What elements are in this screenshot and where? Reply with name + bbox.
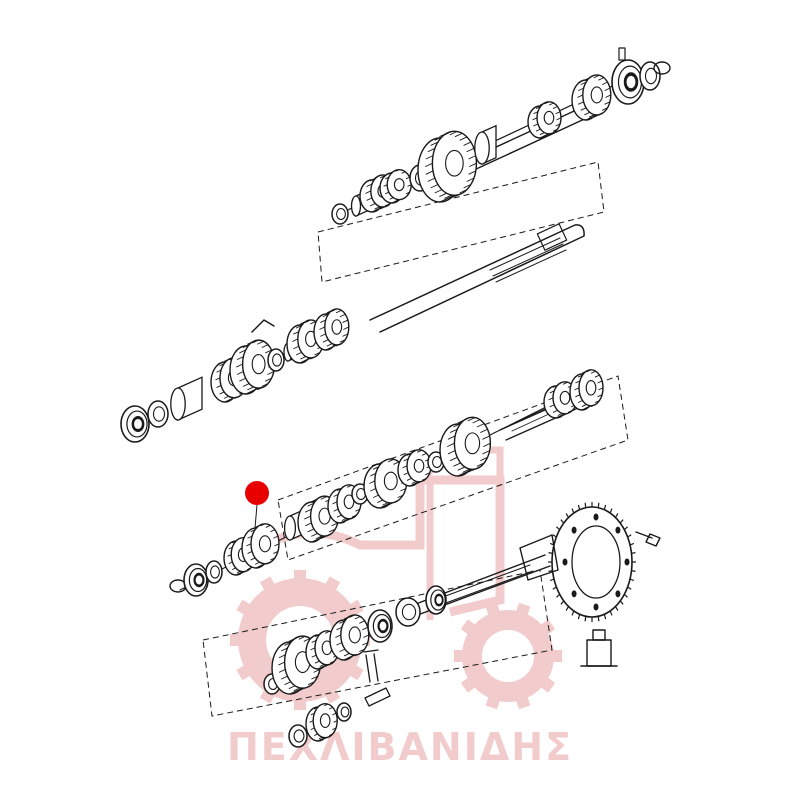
output-gear-2 bbox=[297, 495, 340, 543]
upper-end-ring bbox=[639, 61, 661, 91]
upper-large-gear bbox=[417, 130, 478, 203]
pinion-pin bbox=[363, 649, 379, 683]
main-front-sleeve bbox=[170, 376, 203, 422]
pinion-bearing-2 bbox=[425, 585, 447, 615]
main-washer-1 bbox=[147, 400, 169, 428]
main-gear-4 bbox=[313, 308, 350, 351]
lower-washer-2 bbox=[336, 702, 352, 722]
main-gear-2 bbox=[229, 339, 276, 395]
crown-bolt bbox=[635, 531, 661, 547]
upper-bearing bbox=[611, 59, 645, 105]
upper-small-gear-2 bbox=[379, 168, 412, 204]
lower-small-gear bbox=[305, 702, 338, 742]
upper-splined-hub bbox=[474, 124, 497, 166]
output-shaft-assembly bbox=[169, 369, 629, 597]
pinion-shaft-assembly bbox=[202, 502, 661, 748]
main-shaft-splines bbox=[489, 237, 567, 283]
upper-pin bbox=[618, 47, 626, 61]
marker-leader-line bbox=[254, 504, 258, 529]
pinion-gear-2 bbox=[305, 630, 340, 670]
main-shaft-assembly bbox=[120, 223, 585, 443]
upper-shaft-dashed-box bbox=[317, 161, 605, 283]
pinion-bearing-1 bbox=[367, 609, 393, 643]
upper-end-washer bbox=[331, 203, 349, 225]
main-gear-3 bbox=[286, 319, 325, 364]
output-gear-4 bbox=[397, 449, 432, 487]
pinion-shaft-body bbox=[399, 554, 551, 621]
watermark-brand-text: ΠΕΧΛΙΒΑΝΙΔΗΣ bbox=[227, 725, 573, 769]
lower-washer-1 bbox=[288, 724, 308, 748]
breather-cap bbox=[580, 629, 618, 667]
lower-dowel bbox=[364, 687, 391, 707]
output-large-gear bbox=[439, 416, 492, 477]
crown-ring-gear bbox=[548, 502, 636, 622]
highlight-dot-icon[interactable] bbox=[245, 481, 269, 505]
main-front-bearing bbox=[120, 405, 150, 443]
output-gear-marked bbox=[241, 523, 280, 569]
upper-gear-4 bbox=[571, 74, 612, 121]
pinion-dashed-box bbox=[202, 569, 553, 717]
bevel-pinion bbox=[519, 534, 559, 581]
main-shaft-clip bbox=[251, 319, 275, 333]
upper-circlip bbox=[653, 61, 671, 75]
output-front-bearing bbox=[183, 563, 209, 597]
output-gear-6 bbox=[569, 369, 604, 411]
output-shaft-dashed-box bbox=[277, 375, 629, 561]
output-washer-1 bbox=[205, 560, 223, 584]
pinion-gear-3 bbox=[329, 614, 370, 661]
pinion-spring-ring bbox=[395, 597, 421, 627]
upper-shaft-assembly bbox=[317, 47, 671, 283]
upper-gear-3 bbox=[527, 101, 562, 139]
main-shaft-body bbox=[369, 224, 585, 333]
main-washer-2 bbox=[267, 348, 285, 372]
watermark-right-gear bbox=[454, 602, 562, 710]
